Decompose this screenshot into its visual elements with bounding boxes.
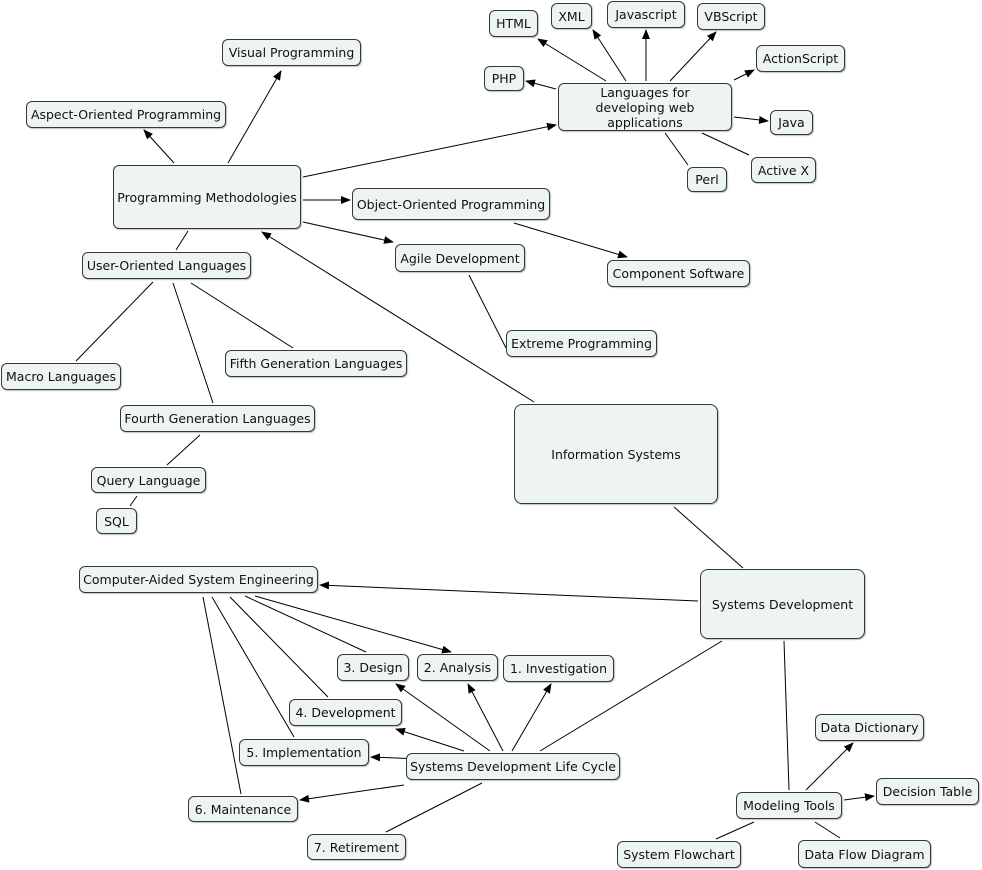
connector-web-languages-to-perl <box>664 132 689 166</box>
node-design[interactable]: 3. Design <box>337 654 409 681</box>
connector-sdlc-to-design <box>395 683 491 752</box>
node-systems-development-life-cycle[interactable]: Systems Development Life Cycle <box>406 753 620 780</box>
connector-fourth-generation-to-query-language <box>166 434 201 466</box>
connector-user-oriented-to-fourth-generation <box>172 282 214 404</box>
connector-case-to-development <box>229 596 329 698</box>
connector-systems-development-to-case <box>319 581 699 602</box>
node-investigation[interactable]: 1. Investigation <box>503 655 614 682</box>
node-analysis[interactable]: 2. Analysis <box>417 654 498 681</box>
connector-web-languages-to-php <box>525 79 557 90</box>
connector-programming-methodologies-to-user-oriented <box>175 230 189 251</box>
node-object-oriented-programming[interactable]: Object-Oriented Programming <box>352 188 550 220</box>
connector-web-languages-to-actionscript <box>733 69 755 81</box>
node-modeling-tools[interactable]: Modeling Tools <box>736 792 842 819</box>
connector-sdlc-to-development <box>395 727 465 752</box>
connector-modeling-tools-to-system-flowchart <box>715 821 755 840</box>
node-actionscript[interactable]: ActionScript <box>756 45 845 72</box>
node-web-languages[interactable]: Languages for developing web application… <box>558 83 732 131</box>
connector-sdlc-to-maintenance <box>299 784 405 803</box>
connector-information-systems-to-programming-methodologies <box>261 231 535 403</box>
node-fourth-generation-languages[interactable]: Fourth Generation Languages <box>120 405 315 432</box>
node-system-flowchart[interactable]: System Flowchart <box>617 841 741 868</box>
connector-web-languages-to-xml <box>592 29 627 82</box>
node-activex[interactable]: Active X <box>751 157 816 183</box>
node-visual-programming[interactable]: Visual Programming <box>222 39 361 66</box>
connector-modeling-tools-to-decision-table <box>843 793 875 802</box>
node-data-flow-diagram[interactable]: Data Flow Diagram <box>798 840 931 868</box>
connector-object-oriented-to-component-software <box>513 222 628 259</box>
node-php[interactable]: PHP <box>484 66 524 91</box>
connector-sdlc-to-investigation <box>511 683 552 752</box>
node-xml[interactable]: XML <box>551 3 592 29</box>
connector-web-languages-to-vbscript <box>669 31 717 82</box>
connector-web-languages-to-activex <box>701 132 750 156</box>
connector-web-languages-to-html <box>537 38 607 82</box>
node-sql[interactable]: SQL <box>96 508 137 534</box>
connector-case-to-analysis <box>254 595 452 654</box>
connector-modeling-tools-to-data-flow-diagram <box>814 821 841 839</box>
node-component-software[interactable]: Component Software <box>607 260 750 287</box>
connector-systems-development-to-modeling-tools <box>783 640 790 791</box>
connector-programming-methodologies-to-aspect-oriented <box>143 129 175 164</box>
connector-query-language-to-sql <box>129 495 138 507</box>
node-javascript[interactable]: Javascript <box>607 1 685 28</box>
node-programming-methodologies[interactable]: Programming Methodologies <box>113 165 301 229</box>
connector-user-oriented-to-fifth-generation <box>190 282 294 349</box>
connector-programming-methodologies-to-visual-programming <box>227 70 282 164</box>
connector-case-to-maintenance <box>202 596 242 795</box>
connector-modeling-tools-to-data-dictionary <box>805 742 854 791</box>
node-retirement[interactable]: 7. Retirement <box>307 834 406 860</box>
node-perl[interactable]: Perl <box>687 167 727 192</box>
connector-programming-methodologies-to-agile <box>302 221 394 244</box>
node-aspect-oriented-programming[interactable]: Aspect-Oriented Programming <box>26 101 226 128</box>
connector-sdlc-to-analysis <box>467 683 504 752</box>
node-query-language[interactable]: Query Language <box>91 467 206 493</box>
node-macro-languages[interactable]: Macro Languages <box>1 363 121 390</box>
connector-programming-methodologies-to-web-languages <box>302 122 557 178</box>
connector-case-to-design <box>244 595 367 653</box>
node-systems-development[interactable]: Systems Development <box>700 569 865 639</box>
connector-web-languages-to-java <box>733 115 769 124</box>
node-vbscript[interactable]: VBScript <box>697 3 765 30</box>
node-development[interactable]: 4. Development <box>289 699 402 726</box>
node-agile-development[interactable]: Agile Development <box>395 244 525 272</box>
connector-systems-development-to-sdlc <box>539 640 723 752</box>
node-implementation[interactable]: 5. Implementation <box>239 739 369 766</box>
node-maintenance[interactable]: 6. Maintenance <box>188 796 298 822</box>
node-decision-table[interactable]: Decision Table <box>876 778 979 805</box>
connector-information-systems-to-systems-development <box>673 506 744 569</box>
node-data-dictionary[interactable]: Data Dictionary <box>815 714 924 741</box>
node-html[interactable]: HTML <box>489 10 538 37</box>
connector-agile-to-extreme-programming <box>468 274 507 349</box>
node-computer-aided-system-engineering[interactable]: Computer-Aided System Engineering <box>79 566 318 593</box>
node-user-oriented-languages[interactable]: User-Oriented Languages <box>82 252 251 279</box>
connector-case-to-implementation <box>211 596 295 738</box>
node-fifth-generation-languages[interactable]: Fifth Generation Languages <box>225 350 407 377</box>
connector-user-oriented-to-macro-languages <box>75 281 154 362</box>
node-extreme-programming[interactable]: Extreme Programming <box>506 330 657 357</box>
connector-sdlc-to-retirement <box>385 782 483 833</box>
node-java[interactable]: Java <box>770 110 813 135</box>
node-information-systems[interactable]: Information Systems <box>514 404 718 504</box>
